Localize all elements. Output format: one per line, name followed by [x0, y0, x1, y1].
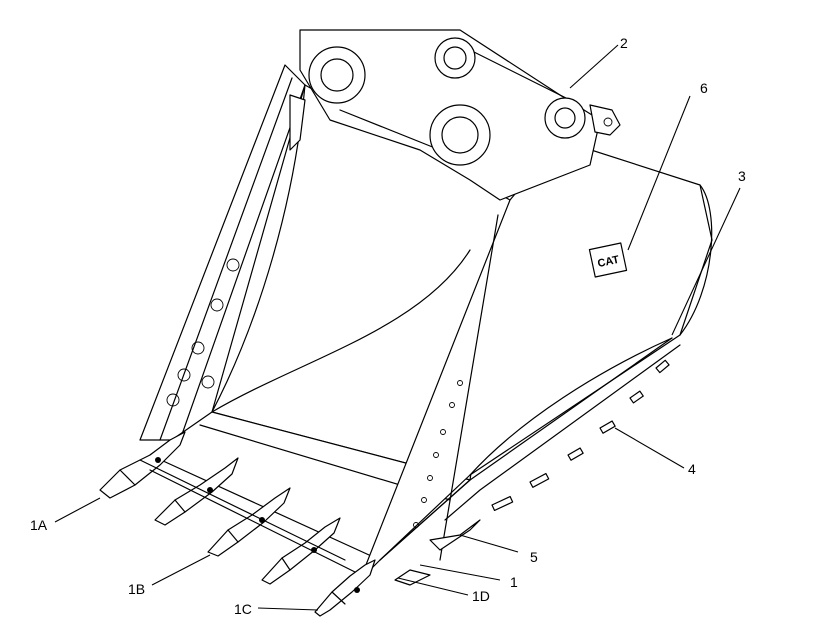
callout-2: 2 [620, 35, 628, 51]
cutting-edge [394, 519, 481, 586]
right-side-holes [413, 380, 463, 528]
callout-6: 6 [700, 80, 708, 96]
tooth-corner-right [314, 559, 376, 617]
callout-leaders [54, 44, 741, 611]
bucket-teeth [99, 431, 376, 617]
left-side-holes [166, 258, 240, 407]
pin-boss-center [429, 104, 491, 166]
tooth-corner-left [99, 431, 186, 499]
tooth-1 [154, 457, 239, 526]
callout-5: 5 [530, 549, 538, 565]
logo-text: CAT [597, 254, 621, 270]
callout-1A: 1A [30, 517, 48, 533]
pin-boss-left [308, 46, 366, 104]
callout-1C: 1C [234, 601, 252, 617]
callout-1D: 1D [472, 588, 490, 604]
left-side-plate [139, 64, 306, 441]
callout-1: 1 [510, 574, 518, 590]
callout-3: 3 [738, 168, 746, 184]
pin-boss-right [544, 97, 586, 139]
top-linkage [289, 29, 621, 201]
callout-1B: 1B [128, 581, 145, 597]
callout-4: 4 [688, 461, 696, 477]
pin-boss-right-top [434, 37, 476, 79]
cat-logo-plate: CAT [588, 242, 628, 278]
tooth-3 [261, 517, 341, 585]
lug-tab [589, 104, 621, 136]
callout-labels: 1A 1B 1C 1D 1 5 4 3 6 2 [30, 35, 746, 617]
bottom-wear-strips [379, 337, 681, 561]
